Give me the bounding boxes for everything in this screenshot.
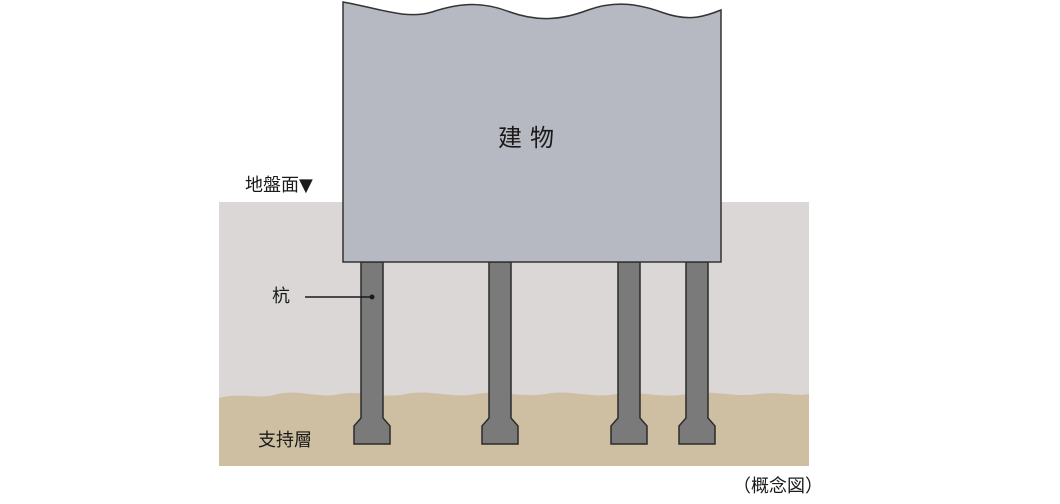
- building: [342, 1, 722, 263]
- building-label: 建物: [498, 124, 562, 152]
- bearing-layer-label: 支持層: [258, 430, 312, 451]
- diagram-note: （概念図）: [733, 476, 823, 497]
- pile: [481, 261, 519, 445]
- pile: [353, 261, 391, 445]
- ground-surface-label: 地盤面▼: [245, 175, 313, 196]
- pile: [678, 261, 716, 445]
- pile-leader-dot: [369, 294, 375, 300]
- pile: [610, 261, 648, 445]
- pile-label: 杭: [272, 286, 290, 307]
